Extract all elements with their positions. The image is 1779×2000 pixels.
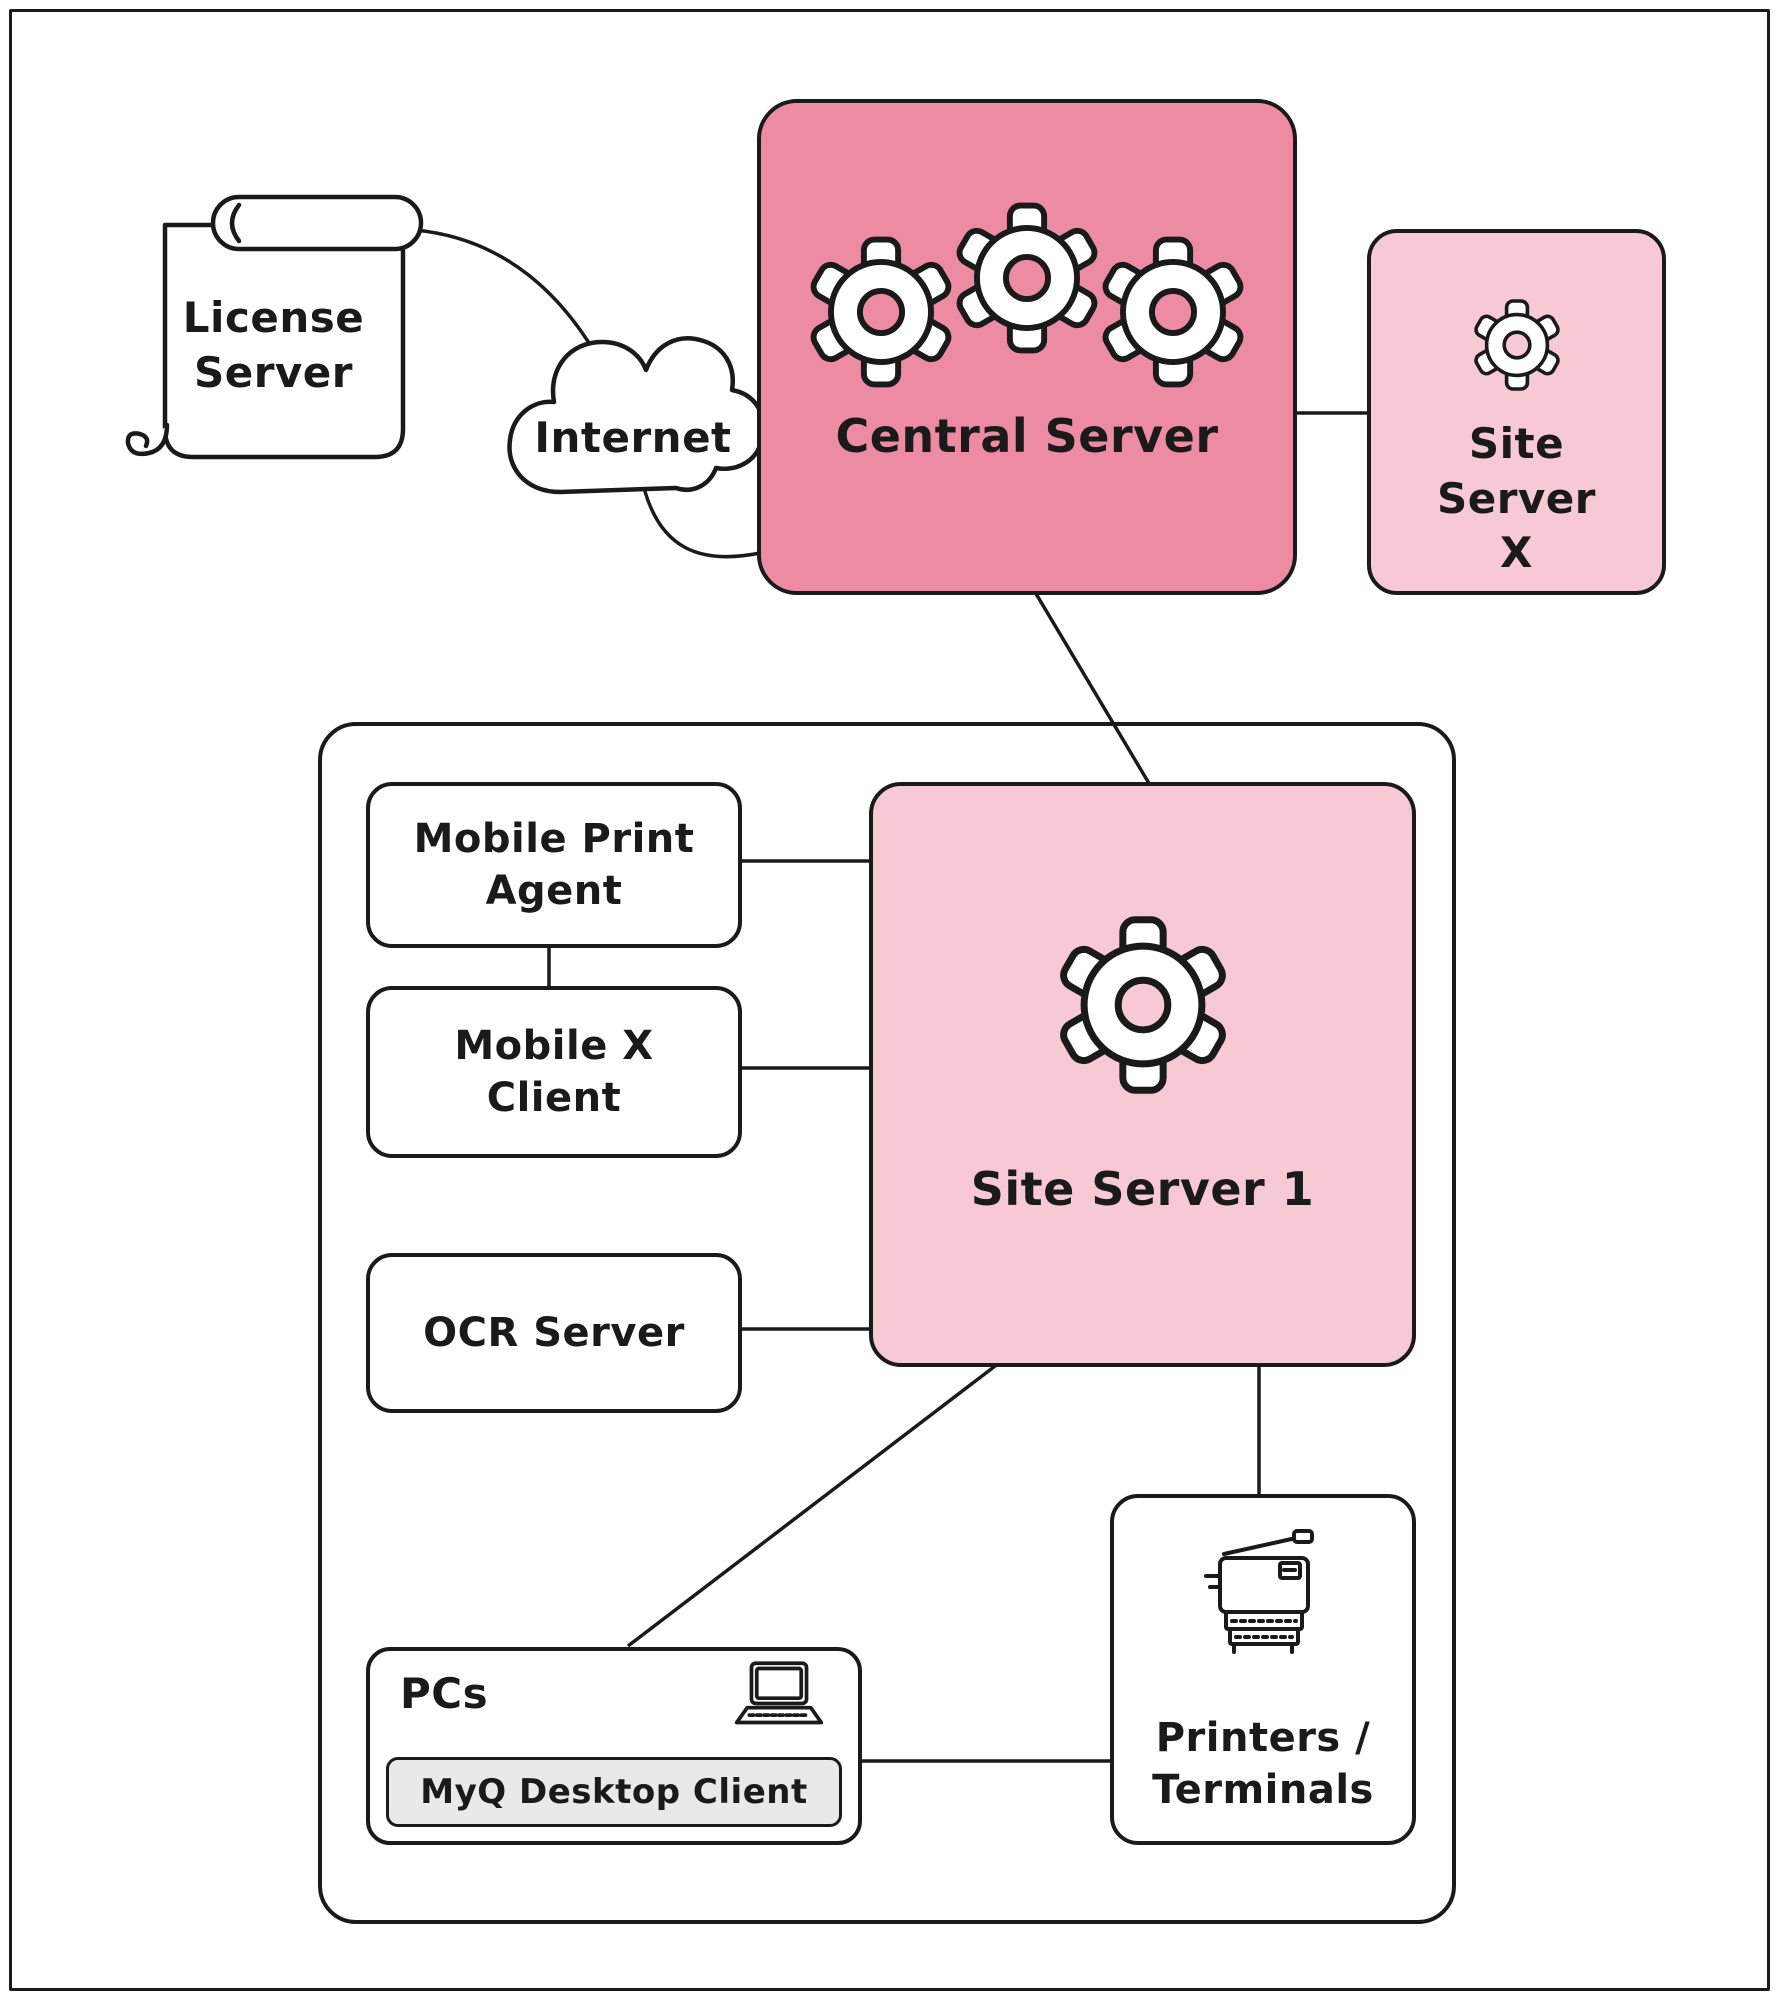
internet-node: Internet — [498, 296, 768, 512]
gear-icon — [802, 233, 960, 391]
pcs-label: PCs — [400, 1669, 489, 1718]
myq-desktop-client-bar: MyQ Desktop Client — [386, 1757, 842, 1827]
connector-central-siteserver1 — [1033, 591, 1152, 786]
gear-icon — [1094, 233, 1252, 391]
pcs-node: PCs MyQ Desktop Client — [366, 1647, 862, 1845]
myq-desktop-client-label: MyQ Desktop Client — [420, 1771, 808, 1812]
ocr-server-label: OCR Server — [423, 1310, 685, 1356]
site-server-x-label: Site Server X — [1417, 417, 1617, 581]
license-server-label: License Server — [121, 291, 426, 400]
connector-internet-central — [638, 469, 766, 559]
printers-label: Printers / Terminals — [1143, 1712, 1383, 1816]
license-server-label-text: License Server — [182, 293, 365, 397]
cloud-icon — [507, 336, 766, 495]
internet-label: Internet — [534, 413, 732, 462]
laptop-icon — [734, 1661, 824, 1725]
mobile-x-client-label: Mobile X Client — [454, 1023, 654, 1121]
gear-icon — [1469, 297, 1565, 393]
site-server-1-label: Site Server 1 — [970, 1162, 1315, 1216]
printers-label-text: Printers / Terminals — [1152, 1715, 1374, 1813]
scroll-icon — [125, 194, 424, 460]
central-server-label: Central Server — [835, 409, 1219, 463]
mobile-x-client-node: Mobile X Client — [366, 986, 742, 1158]
mobile-print-agent-label: Mobile Print Agent — [413, 816, 695, 914]
ocr-server-node: OCR Server — [366, 1253, 742, 1413]
central-server-gears — [808, 199, 1246, 391]
connector-siteserver1-pcs — [626, 1358, 1005, 1648]
central-server-node: Central Server — [757, 99, 1297, 595]
site-server-x-node: Site Server X — [1367, 229, 1666, 595]
gear-icon — [1050, 912, 1236, 1098]
printers-node: Printers / Terminals — [1110, 1494, 1416, 1845]
site-network-group: Mobile Print Agent Mobile X Client OCR S… — [318, 722, 1456, 1924]
gear-icon — [948, 199, 1106, 357]
license-server-node: License Server — [121, 191, 426, 496]
printer-icon — [1204, 1529, 1314, 1654]
site-server-1-node: Site Server 1 — [869, 782, 1416, 1367]
site-server-x-label-text: Site Server X — [1436, 419, 1597, 578]
mobile-print-agent-node: Mobile Print Agent — [366, 782, 742, 948]
